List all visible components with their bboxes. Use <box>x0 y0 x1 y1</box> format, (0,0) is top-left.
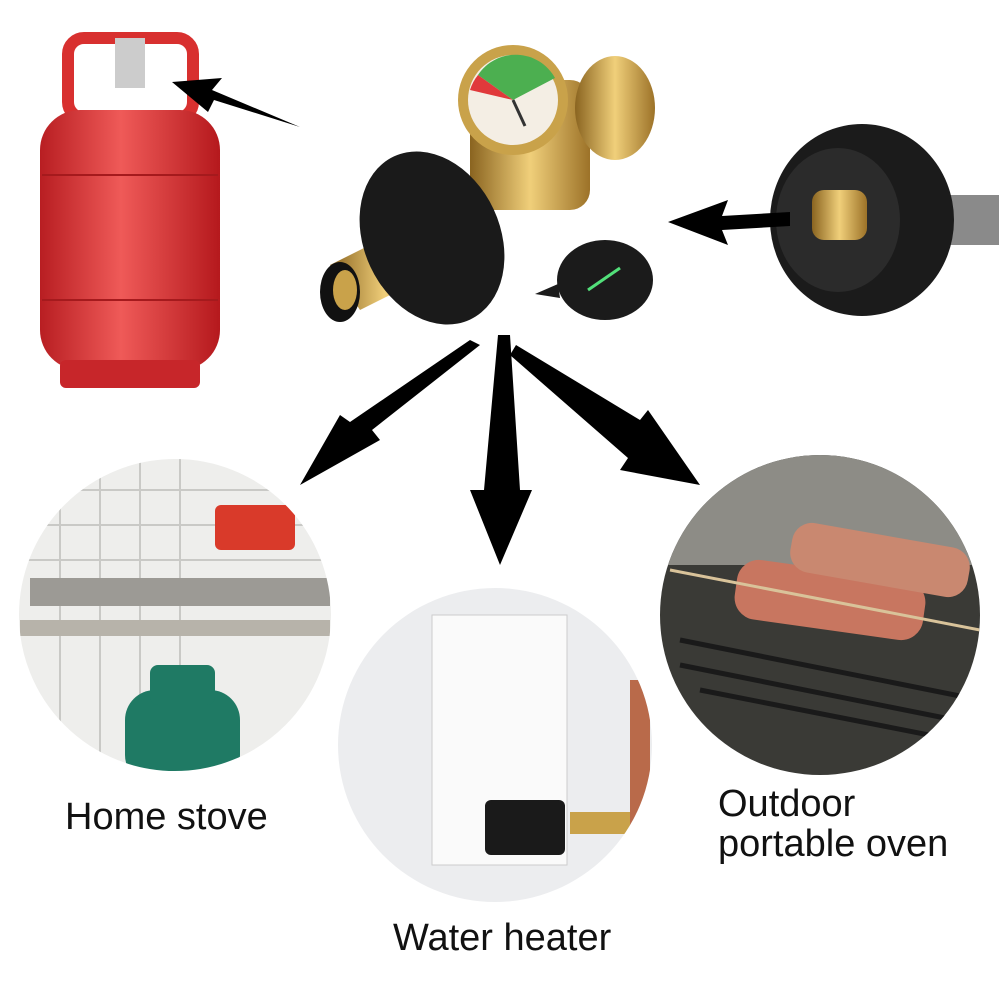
home-stove-image <box>18 458 332 772</box>
arrow-to-water-heater <box>470 335 532 565</box>
water-heater-image <box>338 588 652 902</box>
arrow-to-oven <box>510 345 700 485</box>
arrow-to-home-stove <box>300 340 480 485</box>
label-outdoor: Outdoor <box>718 783 856 825</box>
propane-tank-image <box>40 32 220 388</box>
arrow-to-tank-valve <box>172 78 300 127</box>
label-home-stove: Home stove <box>65 796 268 838</box>
hose-connector-image <box>770 124 999 316</box>
arrow-from-connector <box>668 200 790 245</box>
regulator-gauge-image <box>320 45 655 325</box>
label-portable-oven: portable oven <box>718 823 949 865</box>
outdoor-oven-image <box>660 455 980 775</box>
label-water-heater: Water heater <box>393 917 612 959</box>
